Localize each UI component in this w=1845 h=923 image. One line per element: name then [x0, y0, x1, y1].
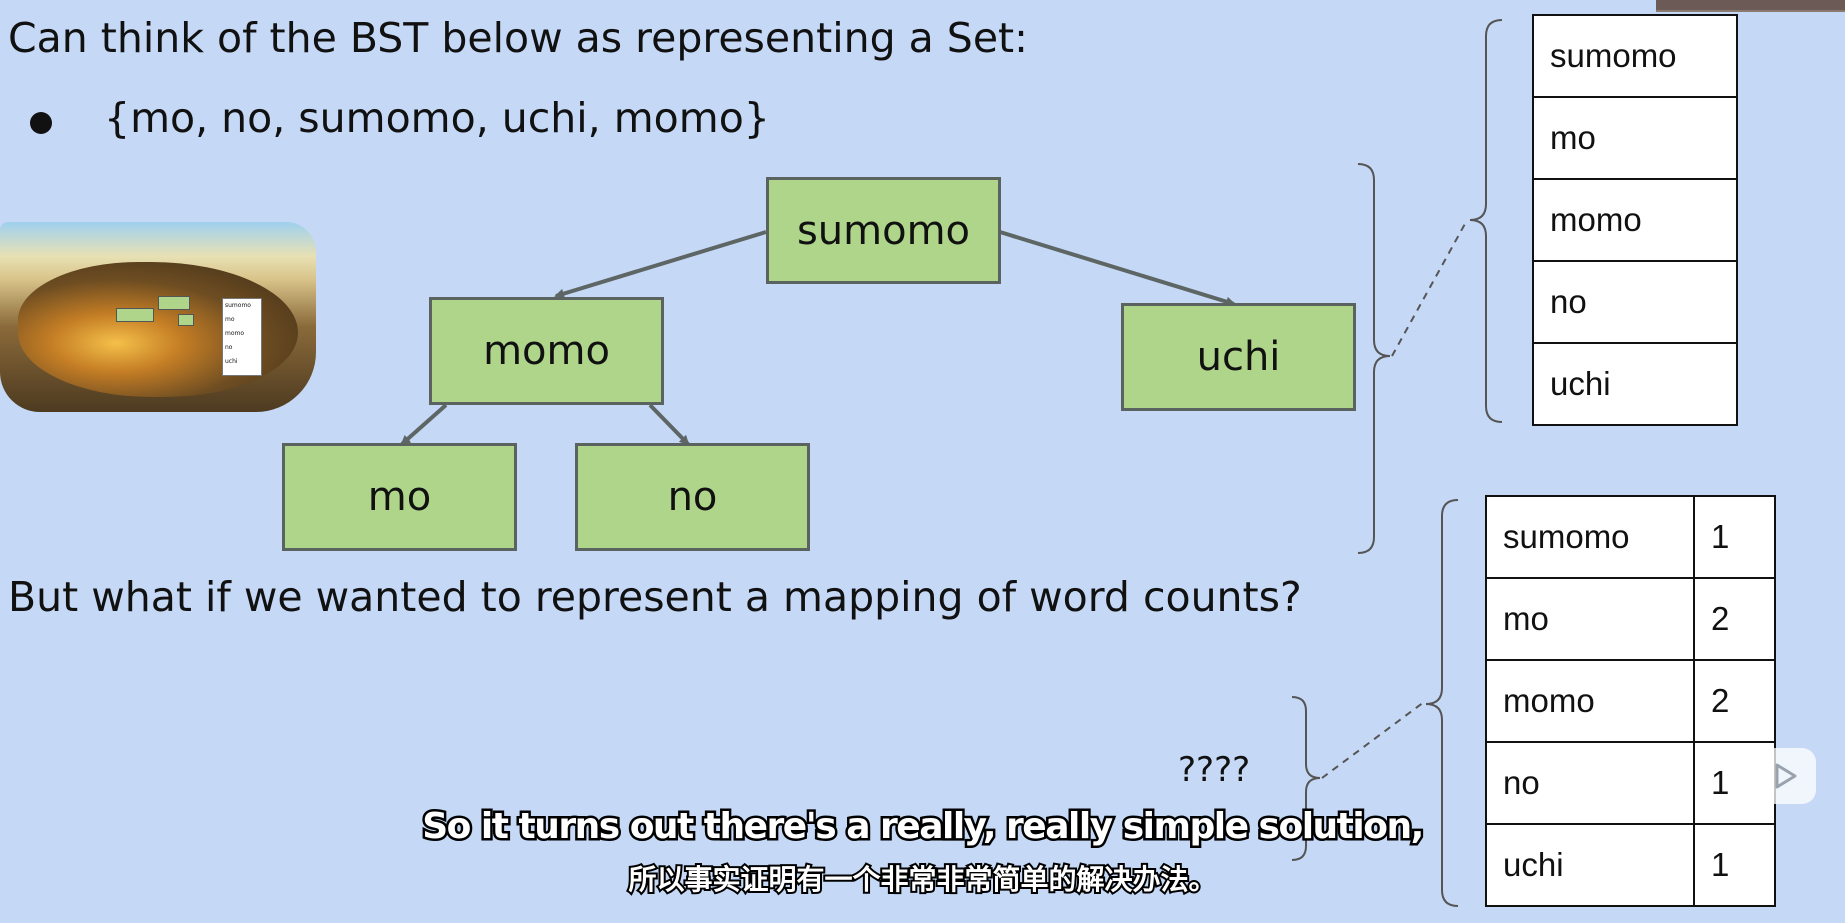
cave-mini-list-item: sumomo: [225, 302, 251, 309]
slide-line-mapping: But what if we wanted to represent a map…: [8, 573, 1302, 621]
tree-node-right: uchi: [1121, 303, 1356, 411]
map-table-value: 2: [1693, 659, 1776, 743]
subtitle-english: So it turns out there's a really, really…: [420, 804, 1427, 850]
set-table-cell: uchi: [1532, 342, 1738, 426]
cave-mini-list-item: uchi: [225, 358, 238, 365]
set-table-brace: [1469, 19, 1503, 423]
set-table-cell: sumomo: [1532, 14, 1738, 98]
play-button[interactable]: [1752, 748, 1816, 804]
tree-node-left: momo: [429, 297, 664, 405]
dashed-link-map: [1321, 701, 1425, 779]
tree-node-left-left: mo: [282, 443, 517, 551]
slide-bullet-set-members: {mo, no, sumomo, uchi, momo}: [104, 94, 770, 142]
tree-node-left-right: no: [575, 443, 810, 551]
map-table-key: no: [1485, 741, 1695, 825]
map-table-value: 1: [1693, 823, 1776, 907]
cave-mini-node: [158, 296, 190, 310]
unknown-structure-label: ????: [1178, 750, 1251, 790]
map-table-key: mo: [1485, 577, 1695, 661]
edge-left-right: [648, 403, 690, 446]
slide-line-set: Can think of the BST below as representi…: [8, 14, 1028, 62]
bullet-icon: [30, 112, 52, 134]
cave-mini-list-item: no: [225, 344, 233, 351]
map-table-value: 1: [1693, 495, 1776, 579]
cave-mini-node: [178, 314, 194, 326]
tree-node-root: sumomo: [766, 177, 1001, 284]
dashed-link-set: [1391, 221, 1467, 357]
cave-mini-list-item: momo: [225, 330, 245, 337]
subtitle-chinese: 所以事实证明有一个非常非常简单的解决办法。: [626, 861, 1218, 898]
cave-mini-list-item: mo: [225, 316, 235, 323]
tree-brace: [1357, 163, 1391, 554]
edge-left-left: [400, 403, 448, 446]
edge-root-left: [554, 230, 767, 299]
map-table-key: sumomo: [1485, 495, 1695, 579]
set-table-cell: momo: [1532, 178, 1738, 262]
cave-mini-node: [116, 308, 154, 322]
edge-root-right: [999, 230, 1236, 307]
set-table-cell: mo: [1532, 96, 1738, 180]
set-table-cell: no: [1532, 260, 1738, 344]
corner-video-thumbnail: [1656, 0, 1845, 12]
cave-mini-list: sumomo mo momo no uchi: [222, 298, 262, 376]
cave-illustration: sumomo mo momo no uchi: [0, 222, 316, 412]
map-table-value: 2: [1693, 577, 1776, 661]
question-brace: [1291, 696, 1321, 861]
set-table: sumomo mo momo no uchi: [1532, 14, 1738, 426]
map-table-key: momo: [1485, 659, 1695, 743]
play-icon: [1775, 763, 1797, 789]
map-table-key: uchi: [1485, 823, 1695, 907]
map-table-brace: [1425, 499, 1459, 907]
map-table: sumomo 1 mo 2 momo 2 no 1 uchi 1: [1485, 495, 1776, 907]
